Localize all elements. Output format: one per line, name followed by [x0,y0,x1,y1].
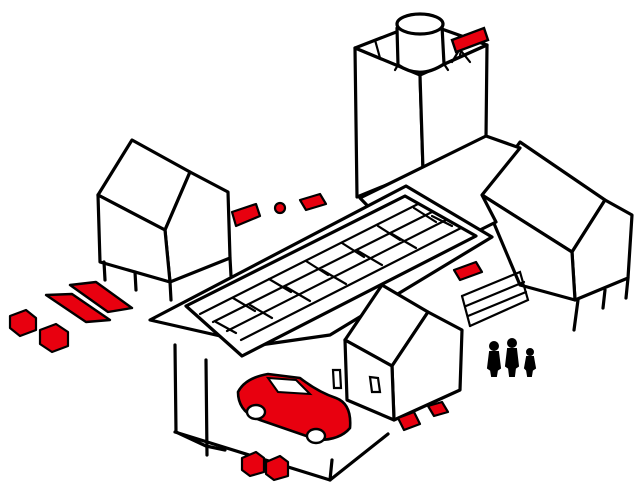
people-figures [486,338,537,377]
water-tower [353,12,489,199]
rooftop-antenna [450,26,490,64]
front-shed [331,283,464,422]
red-car [236,372,352,445]
red-boxes [8,192,484,482]
staircase [460,270,530,328]
carport [173,343,390,482]
red-planks [44,280,134,324]
solar-panel-grid [198,202,463,342]
right-house [480,140,634,332]
left-house [96,138,233,302]
solar-roof [148,184,494,358]
